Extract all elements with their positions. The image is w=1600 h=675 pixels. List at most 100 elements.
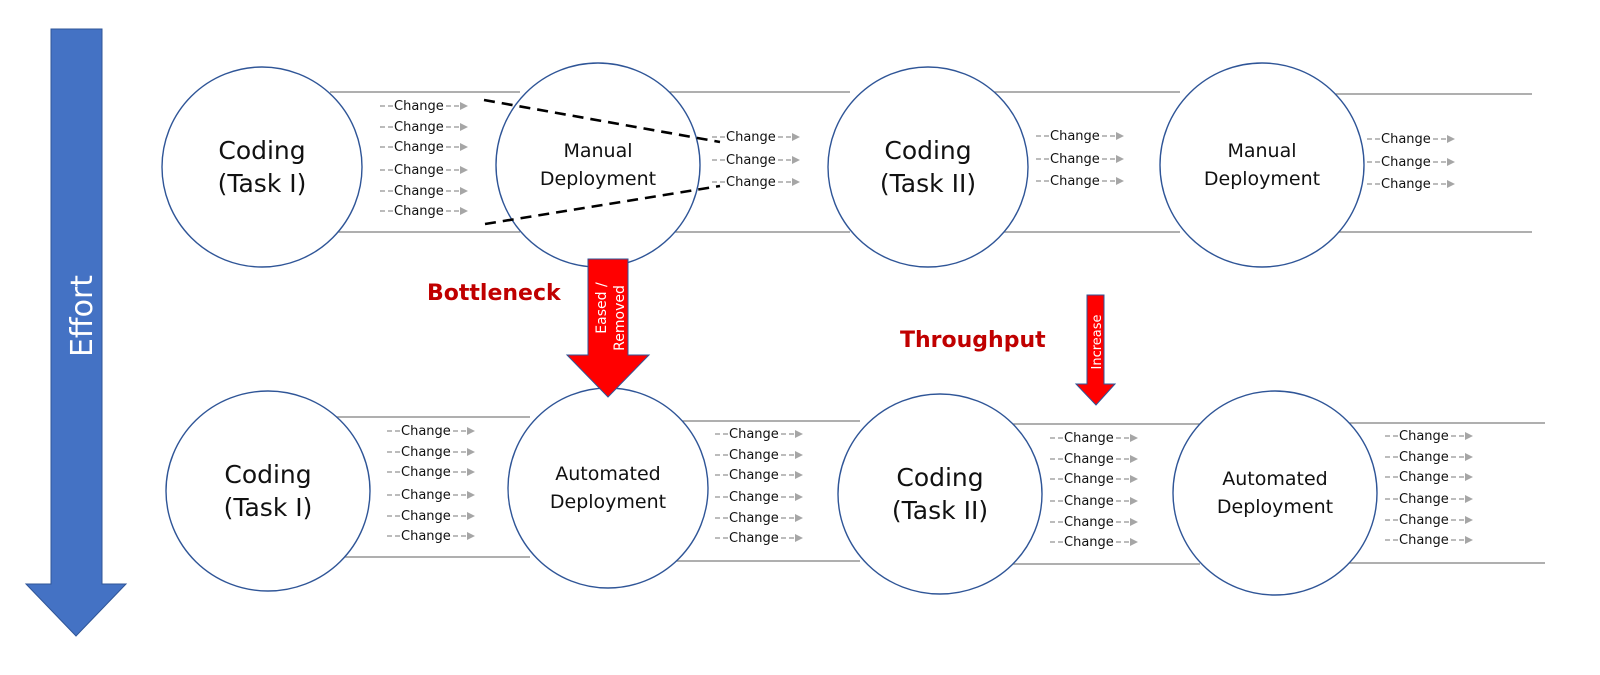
change-item: Change bbox=[715, 427, 803, 442]
change-label: Change bbox=[726, 153, 776, 168]
node-subtitle: Deployment bbox=[550, 491, 666, 513]
node-subtitle: Deployment bbox=[1217, 496, 1333, 518]
pipeline-bands bbox=[330, 91, 1545, 565]
change-arrowhead-icon bbox=[795, 514, 803, 522]
eased-arrow-line1: Eased / bbox=[594, 282, 610, 334]
change-arrowhead-icon bbox=[1465, 473, 1473, 481]
node-subtitle: Deployment bbox=[1204, 168, 1320, 190]
change-item: Change bbox=[712, 175, 800, 190]
effort-arrow-shape bbox=[24, 28, 128, 637]
change-arrowhead-icon bbox=[795, 493, 803, 501]
change-arrowhead-icon bbox=[460, 143, 468, 151]
node-subtitle: (Task II) bbox=[880, 169, 976, 198]
change-arrowhead-icon bbox=[795, 451, 803, 459]
node-title: Manual bbox=[1227, 140, 1296, 162]
change-label: Change bbox=[394, 140, 444, 155]
change-arrowhead-icon bbox=[460, 207, 468, 215]
change-layer: ChangeChangeChangeChangeChangeChangeChan… bbox=[380, 99, 1473, 550]
node-subtitle: (Task I) bbox=[224, 493, 313, 522]
change-item: Change bbox=[1385, 492, 1473, 507]
change-arrowhead-icon bbox=[792, 156, 800, 164]
change-item: Change bbox=[1367, 155, 1455, 170]
change-arrowhead-icon bbox=[1130, 475, 1138, 483]
node-circle bbox=[1172, 390, 1378, 596]
change-label: Change bbox=[1399, 513, 1449, 528]
coding-node: Coding (Task II) bbox=[837, 393, 1043, 595]
change-item: Change bbox=[1385, 450, 1473, 465]
change-label: Change bbox=[726, 130, 776, 145]
change-label: Change bbox=[394, 99, 444, 114]
change-item: Change bbox=[1367, 132, 1455, 147]
node-title: Coding bbox=[896, 463, 983, 492]
change-label: Change bbox=[394, 163, 444, 178]
change-label: Change bbox=[1050, 174, 1100, 189]
increase-arrow: Increase bbox=[1074, 294, 1117, 406]
node-title: Manual bbox=[563, 140, 632, 162]
change-arrowhead-icon bbox=[795, 430, 803, 438]
node-circle bbox=[827, 66, 1029, 268]
node-title: Coding bbox=[224, 460, 311, 489]
change-label: Change bbox=[729, 511, 779, 526]
increase-arrow-label: Increase bbox=[1090, 314, 1105, 369]
change-arrowhead-icon bbox=[792, 133, 800, 141]
node-circle bbox=[837, 393, 1043, 595]
change-arrowhead-icon bbox=[792, 178, 800, 186]
eased-removed-arrow: Eased / Removed bbox=[565, 258, 651, 398]
change-item: Change bbox=[387, 424, 475, 439]
change-label: Change bbox=[1399, 533, 1449, 548]
change-item: Change bbox=[1050, 452, 1138, 467]
node-subtitle: (Task II) bbox=[892, 496, 988, 525]
node-circle bbox=[1159, 62, 1365, 268]
change-item: Change bbox=[1036, 174, 1124, 189]
change-label: Change bbox=[1399, 492, 1449, 507]
change-arrowhead-icon bbox=[1465, 453, 1473, 461]
node-circle bbox=[165, 390, 371, 592]
change-arrowhead-icon bbox=[460, 187, 468, 195]
change-item: Change bbox=[387, 445, 475, 460]
bottleneck-funnel bbox=[483, 98, 721, 226]
eased-arrow-line2: Removed bbox=[612, 285, 628, 351]
change-arrowhead-icon bbox=[460, 166, 468, 174]
change-arrowhead-icon bbox=[1447, 158, 1455, 166]
change-item: Change bbox=[712, 130, 800, 145]
effort-label: Effort bbox=[65, 275, 100, 357]
change-arrowhead-icon bbox=[1130, 538, 1138, 546]
change-item: Change bbox=[387, 509, 475, 524]
change-item: Change bbox=[380, 140, 468, 155]
change-item: Change bbox=[715, 468, 803, 483]
change-label: Change bbox=[1399, 429, 1449, 444]
node-layer: Coding(Task I)ManualDeploymentCoding(Tas… bbox=[161, 62, 1378, 596]
change-item: Change bbox=[380, 120, 468, 135]
effort-arrow: Effort bbox=[24, 28, 128, 637]
coding-node: Coding(Task II) bbox=[827, 66, 1029, 268]
node-title: Automated bbox=[1222, 468, 1327, 490]
coding-node: Coding(Task I) bbox=[161, 66, 363, 268]
change-label: Change bbox=[394, 120, 444, 135]
change-label: Change bbox=[1064, 535, 1114, 550]
change-label: Change bbox=[1381, 132, 1431, 147]
change-label: Change bbox=[726, 175, 776, 190]
change-arrowhead-icon bbox=[1465, 495, 1473, 503]
increase-arrow-shape bbox=[1074, 294, 1117, 406]
change-arrowhead-icon bbox=[467, 468, 475, 476]
node-circle bbox=[495, 62, 701, 268]
change-label: Change bbox=[729, 448, 779, 463]
change-label: Change bbox=[401, 445, 451, 460]
change-arrowhead-icon bbox=[1130, 434, 1138, 442]
change-arrowhead-icon bbox=[467, 512, 475, 520]
change-item: Change bbox=[715, 490, 803, 505]
change-arrowhead-icon bbox=[1116, 177, 1124, 185]
bottleneck-label: Bottleneck bbox=[427, 281, 562, 306]
change-label: Change bbox=[1064, 472, 1114, 487]
node-subtitle: Deployment bbox=[540, 168, 656, 190]
node-circle bbox=[507, 387, 709, 589]
change-arrowhead-icon bbox=[460, 123, 468, 131]
change-arrowhead-icon bbox=[1130, 497, 1138, 505]
change-label: Change bbox=[401, 488, 451, 503]
bottleneck-funnel-bottom bbox=[484, 184, 721, 226]
change-label: Change bbox=[394, 204, 444, 219]
change-item: Change bbox=[1050, 515, 1138, 530]
change-arrowhead-icon bbox=[1465, 536, 1473, 544]
